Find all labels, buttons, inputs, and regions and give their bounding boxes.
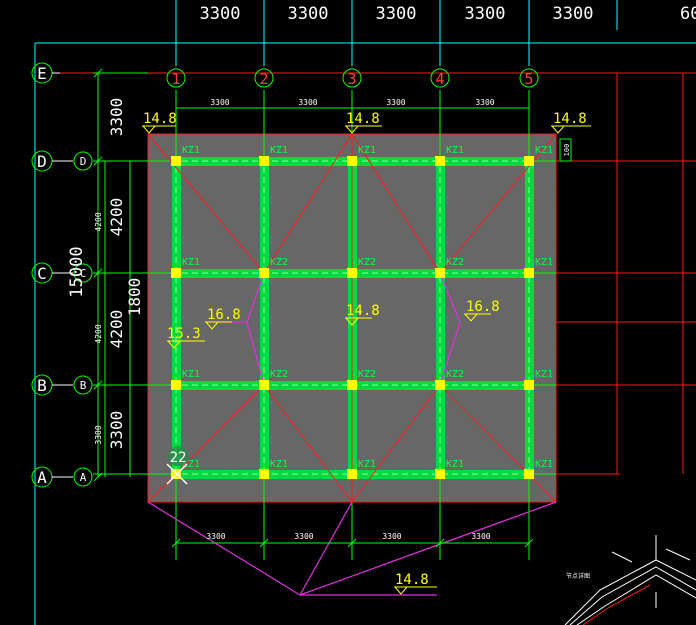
- column-label: KZ2: [358, 369, 376, 380]
- axis-col-2: 2: [259, 70, 268, 88]
- top-dim-2: 3300: [288, 4, 329, 24]
- column-axis-bubbles: 1 2 3 4 5: [166, 68, 539, 88]
- left-dimensions-small: 4200 4200 3300: [94, 212, 103, 444]
- left-dim-small-1: 4200: [94, 212, 103, 231]
- column-label: KZ1: [358, 459, 376, 470]
- axis-row-small-C: C: [80, 267, 87, 280]
- column-labels: KZ1 KZ1 KZ1 KZ1 KZ1 KZ1 KZ2 KZ2 KZ2 KZ1 …: [182, 145, 553, 470]
- column-label: KZ1: [358, 145, 376, 156]
- axis-col-3: 3: [347, 70, 356, 88]
- elevation-marks: [142, 125, 591, 595]
- left-dim-small-2: 4200: [94, 324, 103, 343]
- column-label: KZ1: [535, 257, 553, 268]
- axis-row-B: B: [37, 376, 47, 395]
- frame-lines: [34, 42, 696, 625]
- inner-top-dim-3: 3300: [386, 98, 405, 107]
- top-dim-3: 3300: [376, 4, 417, 24]
- axis-row-small-A: A: [80, 471, 87, 484]
- axis-row-C: C: [37, 264, 47, 283]
- elevation-mc: 14.8: [346, 303, 380, 319]
- top-dim-1: 3300: [200, 4, 241, 24]
- axis-row-D: D: [37, 152, 47, 171]
- top-dim-6: 60: [680, 4, 696, 24]
- elevation-mr: 16.8: [466, 299, 500, 315]
- left-dim-4: 4200: [107, 310, 126, 349]
- side-dimension: 100: [559, 138, 572, 162]
- left-dim-1: 3300: [107, 98, 126, 137]
- top-dim-5: 3300: [553, 4, 594, 24]
- columns: [171, 156, 534, 479]
- left-dim-3: 1800: [125, 278, 144, 317]
- column-label: KZ1: [182, 145, 200, 156]
- column-label: KZ1: [182, 369, 200, 380]
- inner-top-dim-1: 3300: [210, 98, 229, 107]
- inner-bottom-dim-4: 3300: [471, 532, 490, 541]
- axis-row-small-D: D: [80, 155, 87, 168]
- column-label: KZ1: [270, 145, 288, 156]
- column-label: KZ1: [446, 145, 464, 156]
- top-dimensions: 3300 3300 3300 3300 3300 60: [200, 4, 696, 24]
- elevation-l: 15.3: [167, 326, 201, 342]
- left-dimension-lines: [93, 68, 131, 482]
- column-label: KZ1: [182, 257, 200, 268]
- axis-row-A: A: [37, 468, 47, 487]
- total-dim: 15000: [67, 246, 87, 297]
- top-extension-lines: [175, 0, 618, 66]
- inner-top-dim-2: 3300: [298, 98, 317, 107]
- inner-bottom-dim-1: 3300: [206, 532, 225, 541]
- axis-row-E: E: [37, 64, 47, 83]
- roof-hip-lines: [147, 133, 557, 503]
- column-label: KZ2: [270, 257, 288, 268]
- column-label: KZ1: [270, 459, 288, 470]
- column-label: KZ1: [535, 145, 553, 156]
- left-dimensions: 3300 4200 1800 4200 3300 15000: [67, 98, 144, 450]
- inner-top-dim-4: 3300: [475, 98, 494, 107]
- elevation-bottom: 14.8: [395, 572, 429, 588]
- column-label: KZ1: [182, 459, 200, 470]
- elevation-ml: 16.8: [207, 307, 241, 323]
- column-label: KZ1: [446, 459, 464, 470]
- column-label: KZ2: [446, 369, 464, 380]
- row-axis-bubbles-small: D C B A: [73, 151, 93, 487]
- left-dim-2: 4200: [107, 198, 126, 237]
- row-axis-bubbles: E D C B A: [31, 62, 73, 488]
- column-label: KZ1: [535, 369, 553, 380]
- top-dim-4: 3300: [465, 4, 506, 24]
- elevation-tc: 14.8: [346, 111, 380, 127]
- elevation-tr: 14.8: [553, 111, 587, 127]
- inner-bottom-dim-3: 3300: [382, 532, 401, 541]
- detail-fragment-red: [582, 584, 651, 625]
- axis-col-1: 1: [171, 70, 180, 88]
- side-dim: 100: [563, 144, 571, 157]
- axis-col-4: 4: [435, 70, 444, 88]
- elevation-labels: 14.8 14.8 14.8 16.8 14.8 16.8 15.3 14.8: [143, 111, 587, 588]
- inner-bottom-dim-2: 3300: [294, 532, 313, 541]
- column-label: KZ1: [535, 459, 553, 470]
- column-label: KZ2: [270, 369, 288, 380]
- column-label: KZ2: [358, 257, 376, 268]
- detail-fragment: [564, 535, 696, 625]
- axis-row-small-B: B: [80, 379, 87, 392]
- left-dim-small-3: 3300: [94, 425, 103, 444]
- inner-bottom-dimension: 3300 3300 3300 3300: [171, 532, 534, 548]
- point-marker: 22: [166, 446, 188, 485]
- left-dim-5: 3300: [107, 411, 126, 450]
- axis-col-5: 5: [524, 70, 533, 88]
- marker-number: 22: [170, 450, 187, 466]
- elevation-tl: 14.8: [143, 111, 177, 127]
- column-label: KZ2: [446, 257, 464, 268]
- inner-top-dimension: 3300 3300 3300 3300: [176, 98, 529, 109]
- detail-label: 节点详图: [566, 572, 590, 580]
